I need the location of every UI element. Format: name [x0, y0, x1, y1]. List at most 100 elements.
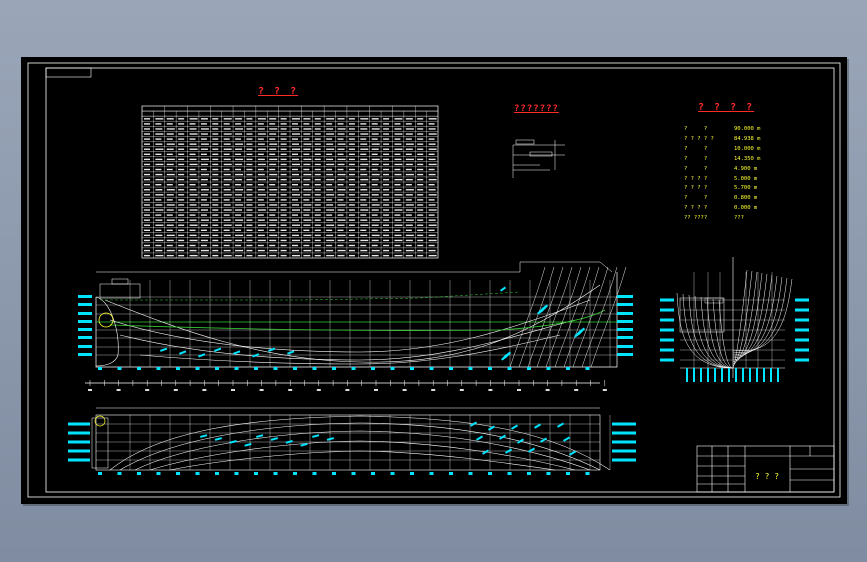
table-cell-value	[314, 234, 321, 237]
table-cell-value	[155, 224, 164, 226]
body-section-label	[756, 368, 758, 382]
table-cell-value	[166, 168, 173, 171]
table-cell-value	[246, 173, 253, 176]
table-cell-value	[200, 138, 207, 140]
stern-deckhouse	[111, 278, 129, 285]
table-cell-value	[200, 214, 207, 216]
table-cell-value	[337, 168, 344, 171]
station-number	[234, 367, 239, 370]
frame-tick-label	[145, 389, 150, 391]
table-cell-value	[200, 158, 209, 161]
particular-row: ? ? 0.800 m	[684, 194, 794, 204]
table-cell-value	[371, 204, 380, 206]
table-cell-value	[337, 204, 346, 206]
table-cell-value	[235, 148, 243, 150]
table-cell-value	[360, 163, 369, 166]
aft-section-curve	[718, 299, 734, 369]
table-cell-value	[144, 219, 150, 221]
stern-superstructure	[99, 283, 141, 299]
table-cell-value	[405, 163, 413, 166]
table-cell-value	[405, 123, 412, 125]
table-cell-value	[383, 163, 390, 166]
table-cell-value	[223, 219, 231, 221]
table-cell-value	[212, 128, 219, 130]
fore-section-curve	[732, 273, 768, 361]
table-cell-value	[428, 234, 436, 237]
table-cell-value	[200, 173, 209, 176]
table-cell-value	[326, 219, 334, 221]
table-cell-value	[428, 239, 437, 242]
body-wl-tag-left	[660, 298, 674, 302]
table-cell-value	[246, 194, 253, 196]
table-cell-value	[337, 163, 345, 166]
table-cell-value	[144, 138, 150, 140]
table-cell-value	[212, 184, 219, 186]
table-cell-value	[212, 234, 219, 237]
table-cell-value	[405, 214, 412, 216]
hb-waterline-curve	[169, 450, 556, 471]
table-cell-value	[280, 118, 287, 120]
table-cell-value	[200, 118, 208, 120]
table-cell-value	[269, 229, 276, 231]
table-cell-value	[155, 219, 163, 221]
hb-bow-annotation	[476, 435, 484, 441]
table-cell-value	[348, 209, 355, 211]
table-cell-value	[360, 199, 367, 201]
table-cell-value	[303, 189, 312, 191]
table-cell-value	[371, 229, 378, 231]
stern-highlight-marker	[98, 312, 114, 328]
table-cell-value	[348, 118, 355, 120]
body-wl-tag-left	[660, 328, 674, 332]
particular-label: ? ?	[684, 126, 708, 132]
table-cell-value	[417, 143, 424, 145]
table-cell-value	[246, 219, 253, 221]
station-number	[215, 367, 219, 370]
frame-tick-label	[173, 389, 178, 391]
body-section-label	[770, 368, 772, 382]
table-cell-value	[371, 209, 379, 211]
table-cell-value	[292, 118, 300, 120]
body-section-label	[763, 368, 765, 382]
hb-station-number	[468, 472, 473, 475]
table-cell-value	[371, 143, 380, 145]
table-cell-value	[223, 244, 230, 247]
bow-section-curve	[554, 266, 591, 368]
table-cell-value	[360, 184, 367, 186]
hb-bow-annotation	[505, 448, 513, 454]
table-cell-value	[428, 178, 437, 181]
profile-view	[78, 261, 633, 391]
station-number	[507, 367, 512, 370]
table-cell-value	[337, 209, 345, 211]
table-cell-value	[292, 249, 299, 252]
table-cell-value	[235, 143, 244, 145]
hb-waterline-curve	[119, 422, 601, 471]
table-cell-value	[337, 234, 346, 237]
table-cell-value	[200, 133, 208, 135]
table-cell-value	[280, 239, 287, 242]
table-cell-value	[223, 184, 230, 186]
table-cell-value	[223, 199, 230, 201]
body-wl-tag-right	[795, 318, 809, 322]
table-cell-value	[257, 184, 264, 186]
table-cell-value	[405, 204, 414, 206]
table-cell-value	[144, 128, 150, 130]
table-cell-value	[269, 214, 276, 216]
table-cell-value	[337, 133, 345, 135]
table-cell-value	[269, 163, 277, 166]
station-number	[254, 367, 258, 370]
table-cell-value	[280, 229, 287, 231]
table-cell-value	[303, 123, 310, 125]
table-cell-value	[280, 148, 287, 150]
table-cell-value	[257, 123, 264, 125]
table-cell-value	[235, 214, 242, 216]
hb-bow-annotation	[517, 438, 525, 444]
table-cell-value	[178, 234, 185, 237]
table-cell-value	[257, 244, 264, 247]
table-cell-value	[360, 153, 367, 155]
table-cell-value	[360, 133, 369, 135]
table-cell-value	[155, 234, 163, 237]
table-cell-value	[314, 209, 321, 211]
waterline-tag-right	[617, 328, 633, 331]
table-cell-value	[246, 199, 253, 201]
